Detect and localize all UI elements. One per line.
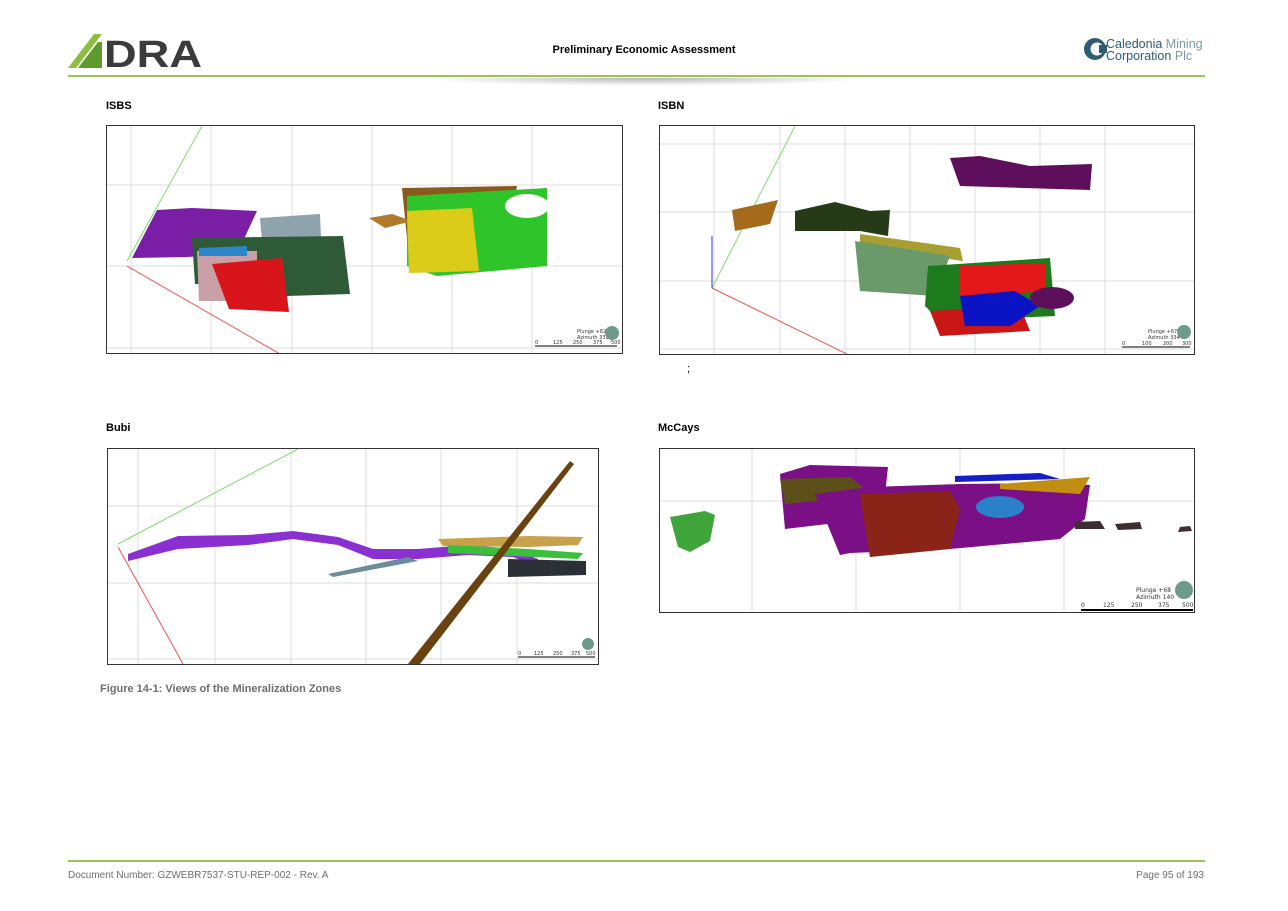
figure-caption: Figure 14-1: Views of the Mineralization… — [100, 683, 342, 695]
svg-text:0: 0 — [518, 651, 521, 657]
svg-text:0: 0 — [1081, 602, 1085, 609]
bubi-3d-view: 0 125 250 375 500 — [107, 448, 599, 665]
svg-text:500: 500 — [586, 651, 596, 657]
isbn-3d-view: Plunge +67 Azimuth 334 0 100 200 300 — [659, 125, 1195, 355]
svg-text:125: 125 — [553, 340, 563, 346]
plunge-label: Plunge +67 — [1148, 329, 1177, 335]
svg-text:200: 200 — [1163, 341, 1173, 347]
svg-text:375: 375 — [593, 340, 603, 346]
svg-text:300: 300 — [1182, 341, 1192, 347]
header-divider — [68, 75, 1205, 77]
svg-text:100: 100 — [1142, 341, 1152, 347]
azimuth-label: Azimuth 331 — [577, 335, 609, 341]
dra-logo: DRA — [68, 34, 204, 76]
stray-semicolon: ; — [687, 363, 691, 375]
svg-text:375: 375 — [571, 651, 581, 657]
svg-text:250: 250 — [1131, 602, 1143, 609]
svg-text:DRA: DRA — [104, 34, 202, 70]
plunge-label: Plunge +82 — [577, 329, 606, 335]
header-title: Preliminary Economic Assessment — [552, 44, 736, 56]
svg-text:500: 500 — [611, 340, 621, 346]
mccays-3d-view: Plunge +68 Azimuth 140 0 125 250 375 500 — [659, 448, 1195, 613]
figure-label-isbn: ISBN — [658, 100, 685, 112]
svg-text:125: 125 — [1103, 602, 1115, 609]
plunge-label: Plunge +68 — [1136, 587, 1171, 594]
document-number: Document Number: GZWEBR7537-STU-REP-002 … — [68, 870, 329, 881]
azimuth-label: Azimuth 334 — [1148, 335, 1180, 341]
header-shadow — [420, 78, 870, 86]
svg-text:0: 0 — [535, 340, 538, 346]
svg-text:500: 500 — [1182, 602, 1194, 609]
page-number: Page 95 of 193 — [1136, 870, 1204, 881]
caledonia-logo-icon — [1083, 36, 1107, 67]
svg-text:250: 250 — [573, 340, 583, 346]
svg-text:125: 125 — [534, 651, 544, 657]
svg-text:0: 0 — [1122, 341, 1125, 347]
svg-text:250: 250 — [553, 651, 563, 657]
figure-label-isbs: ISBS — [106, 100, 132, 112]
caledonia-logo-text: Caledonia Mining Corporation Plc — [1106, 37, 1203, 63]
svg-text:375: 375 — [1158, 602, 1170, 609]
figure-label-mccays: McCays — [658, 422, 700, 434]
footer-divider — [68, 860, 1205, 862]
isbs-3d-view: Plunge +82 Azimuth 331 0 125 250 375 500 — [106, 125, 623, 354]
azimuth-label: Azimuth 140 — [1136, 594, 1174, 601]
figure-label-bubi: Bubi — [106, 422, 131, 434]
